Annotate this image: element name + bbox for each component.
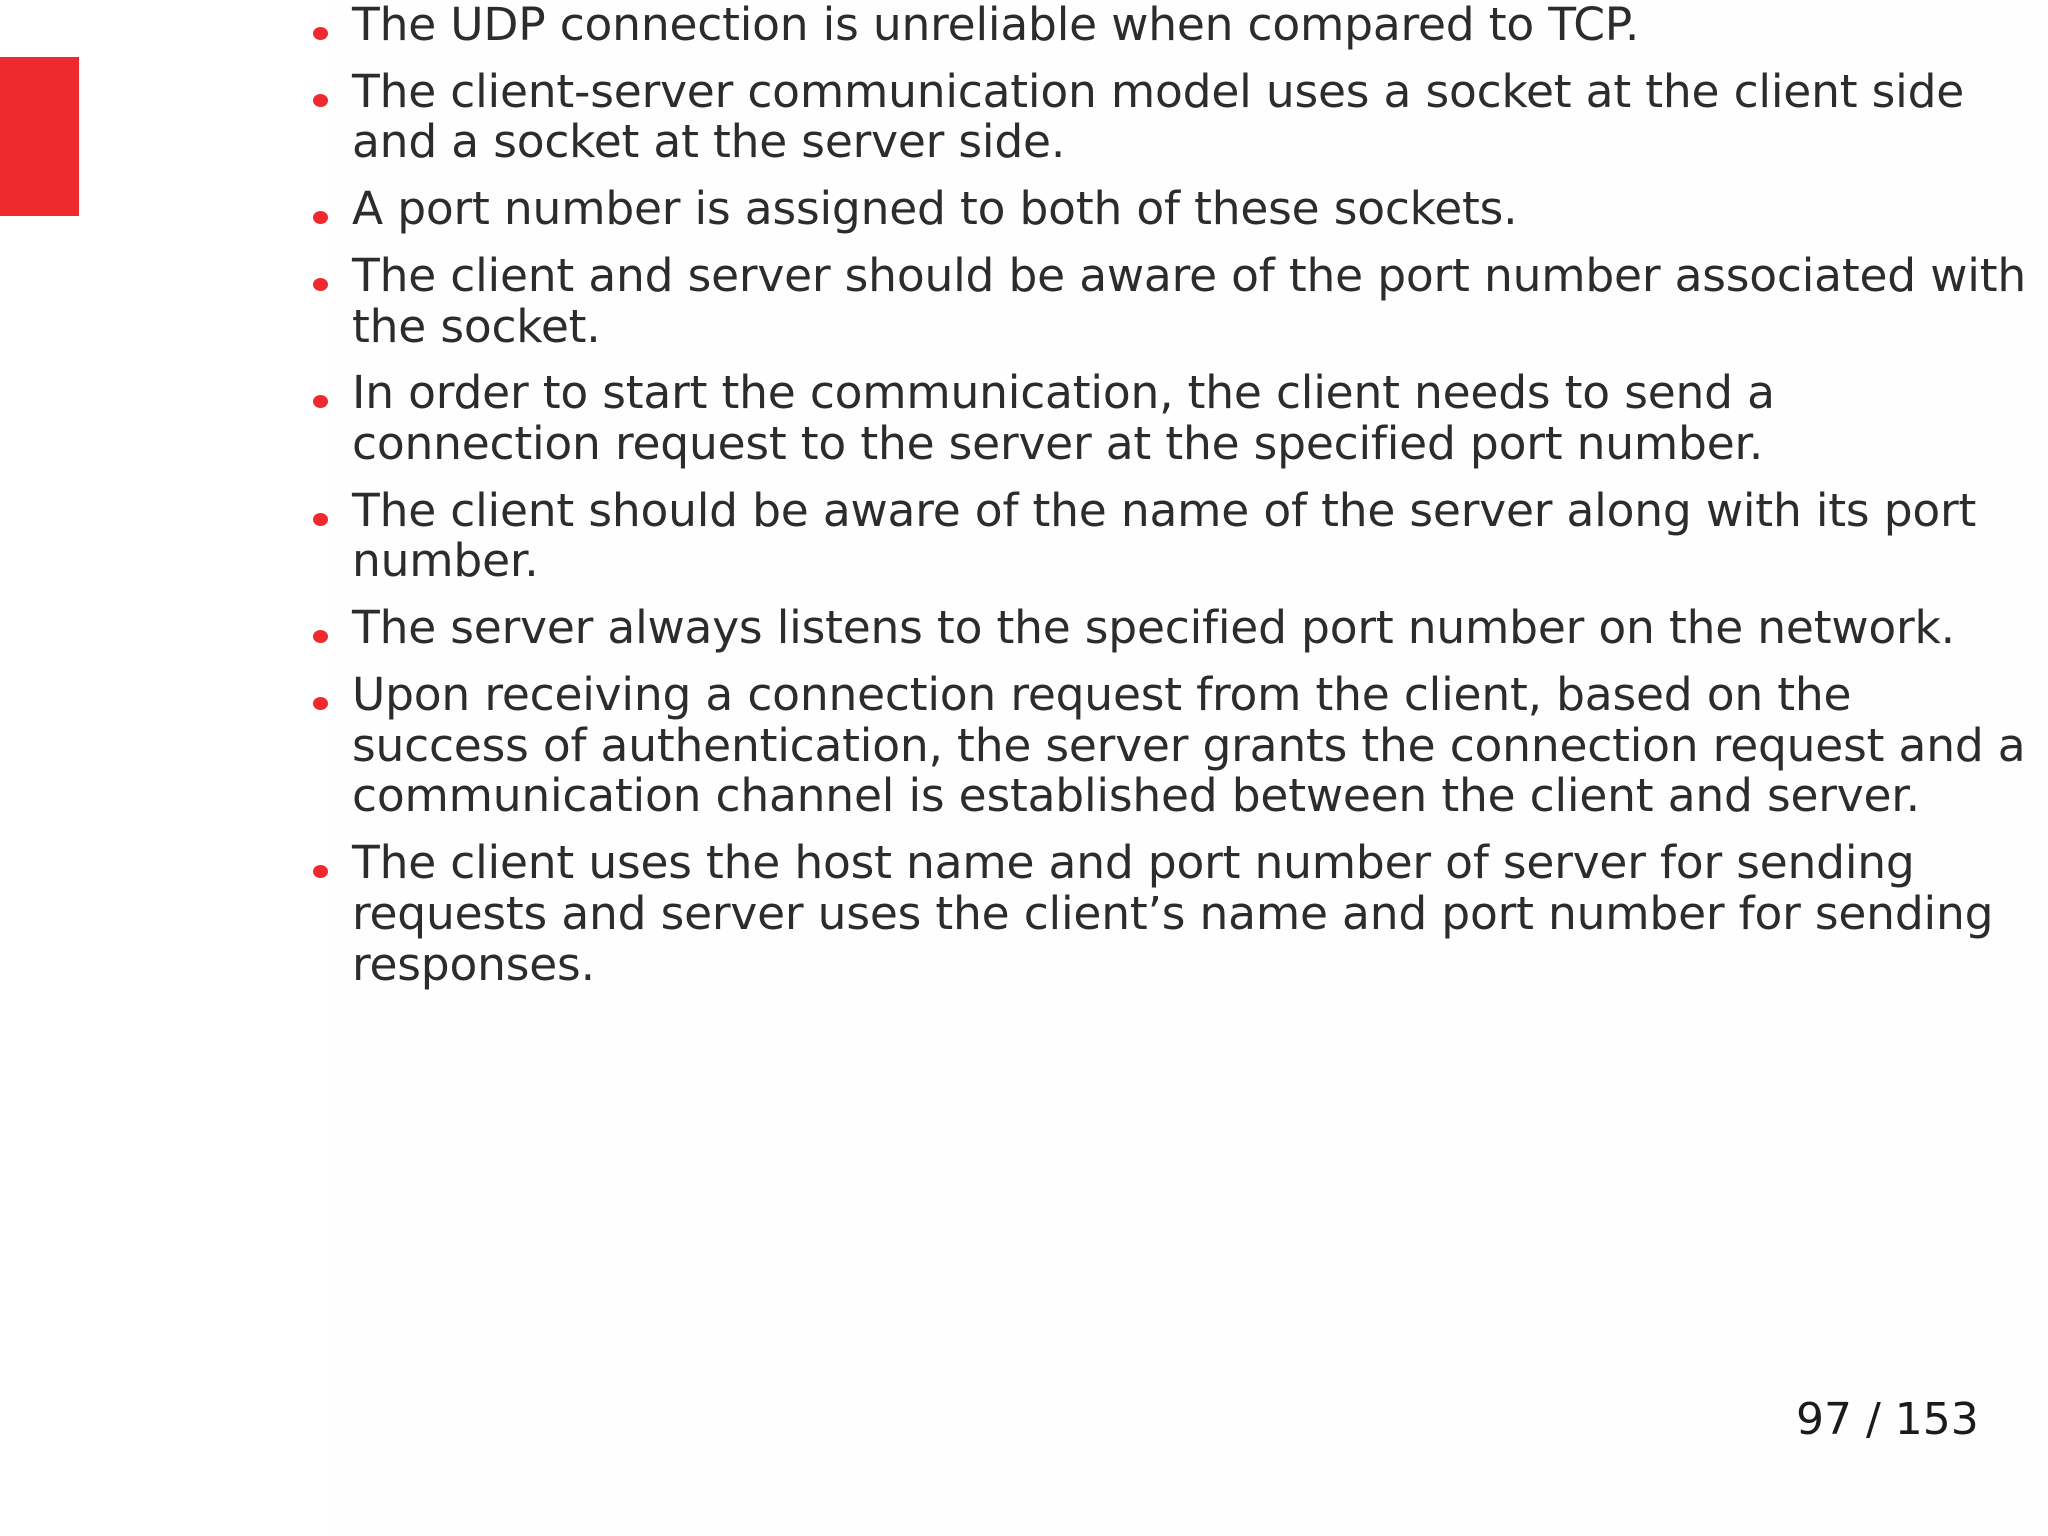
list-item-text: The client uses the host name and port n… xyxy=(352,836,1994,991)
list-item: The server always listens to the specifi… xyxy=(300,601,2036,655)
bullet-dot-icon xyxy=(313,865,328,879)
bullet-dot-icon xyxy=(313,211,328,225)
slide-content-panel xyxy=(330,0,2048,1536)
list-item-text: The client should be aware of the name o… xyxy=(352,483,1977,588)
bullet-list: The UDP connection is unreliable when co… xyxy=(300,0,2036,990)
list-item-text: The client and server should be aware of… xyxy=(352,248,2026,353)
list-item-text: The UDP connection is unreliable when co… xyxy=(352,0,1640,51)
list-item-text: In order to start the communication, the… xyxy=(352,366,1775,471)
bullet-dot-icon xyxy=(313,630,328,644)
bullet-dot-icon xyxy=(313,696,328,710)
bullet-dot-icon xyxy=(313,395,328,409)
list-item-text: The server always listens to the specifi… xyxy=(352,601,1955,655)
red-accent-block xyxy=(0,57,79,216)
list-item: The client should be aware of the name o… xyxy=(300,483,2036,588)
list-item-text: A port number is assigned to both of the… xyxy=(352,182,1518,236)
bullet-dot-icon xyxy=(313,512,328,526)
list-item: In order to start the communication, the… xyxy=(300,366,2036,471)
bullet-dot-icon xyxy=(313,277,328,291)
list-item: Upon receiving a connection request from… xyxy=(300,667,2036,823)
bullet-dot-icon xyxy=(313,93,328,107)
list-item: The UDP connection is unreliable when co… xyxy=(300,0,2036,51)
list-item: The client-server communication model us… xyxy=(300,64,2036,169)
page-number: 97 / 153 xyxy=(1796,1394,1979,1445)
bullet-dot-icon xyxy=(313,27,328,40)
list-item-text: Upon receiving a connection request from… xyxy=(352,667,2026,823)
list-item: A port number is assigned to both of the… xyxy=(300,182,2036,236)
list-item: The client and server should be aware of… xyxy=(300,248,2036,353)
list-item-text: The client-server communication model us… xyxy=(352,64,1965,169)
list-item: The client uses the host name and port n… xyxy=(300,836,2036,991)
